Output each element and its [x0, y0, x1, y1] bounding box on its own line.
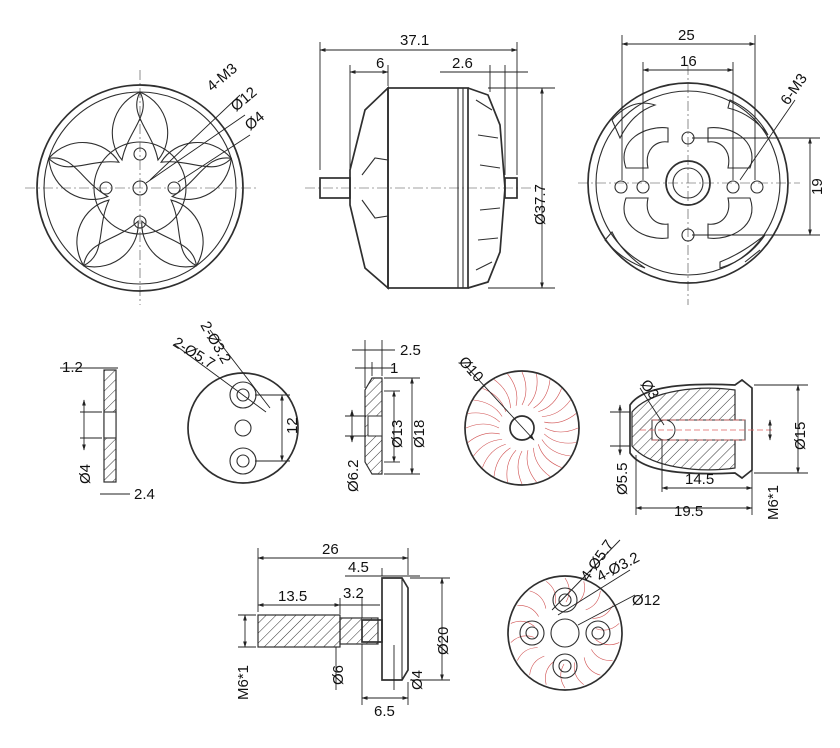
- nut-len1-label: 14.5: [685, 471, 714, 488]
- shaft-seg2-label: 3.2: [343, 585, 364, 602]
- nut-part: Ø3 Ø5.5 14.5 19.5 Ø15 M6*1: [610, 377, 809, 520]
- plate-part: 12 2-Ø3.2 2-Ø5.7: [170, 319, 301, 484]
- washer-width-label: 2.4: [134, 486, 155, 503]
- front-mholes-label: 4-M3: [204, 60, 241, 95]
- disc-dia-label: Ø10: [455, 353, 487, 385]
- cup-d62-label: Ø6.2: [345, 459, 362, 492]
- shaft-len-label: 26: [322, 541, 339, 558]
- side-view: 37.1 6 2.6 Ø37.7: [305, 32, 555, 290]
- back-view: 25 16 6-M3 19: [578, 27, 826, 305]
- front-d4-label: Ø4: [242, 108, 268, 134]
- shaft-flange-label: 4.5: [348, 559, 369, 576]
- plate-spacing-label: 12: [284, 417, 301, 434]
- back-inner-label: 16: [680, 53, 697, 70]
- washer-dia-label: Ø4: [77, 464, 94, 484]
- nut-d55-label: Ø5.5: [614, 462, 631, 495]
- back-mholes-label: 6-M3: [777, 71, 811, 109]
- shaft-part: 26 4.5 13.5 3.2 Ø20 M6*1 Ø6 Ø4 6.5: [235, 541, 452, 720]
- side-length-label: 37.1: [400, 32, 429, 49]
- cup-d13-label: Ø13: [389, 420, 406, 448]
- cup-part: 2.5 1 Ø13 Ø18 Ø6.2: [345, 340, 428, 492]
- shaft-d4-label: Ø4: [409, 670, 426, 690]
- shaft-d20-label: Ø20: [435, 627, 452, 655]
- nut-len2-label: 19.5: [674, 503, 703, 520]
- washer-thick-label: 1.2: [62, 359, 83, 376]
- side-dia-label: Ø37.7: [532, 184, 549, 225]
- disc-part: Ø10: [455, 353, 580, 486]
- nut-d15-label: Ø15: [792, 422, 809, 450]
- cup-a-label: 2.5: [400, 342, 421, 359]
- shaft-seg1-label: 13.5: [278, 588, 307, 605]
- mount-dia-label: Ø12: [632, 592, 660, 609]
- back-outer-label: 25: [678, 27, 695, 44]
- back-height-label: 19: [809, 178, 826, 195]
- cup-b-label: 1: [390, 360, 398, 377]
- cup-d18-label: Ø18: [411, 420, 428, 448]
- shaft-w-label: 6.5: [374, 703, 395, 720]
- shaft-d6-label: Ø6: [330, 665, 347, 685]
- washer-part: 1.2 Ø4 2.4: [60, 359, 155, 503]
- side-left-label: 6: [376, 55, 384, 72]
- side-right-label: 2.6: [452, 55, 473, 72]
- front-view: 4-M3 Ø12 Ø4: [25, 60, 268, 305]
- nut-thread-label: M6*1: [765, 485, 782, 520]
- mount-part: 4-Ø5.7 4-Ø3.2 Ø12: [507, 537, 660, 691]
- shaft-thread-label: M6*1: [235, 665, 252, 700]
